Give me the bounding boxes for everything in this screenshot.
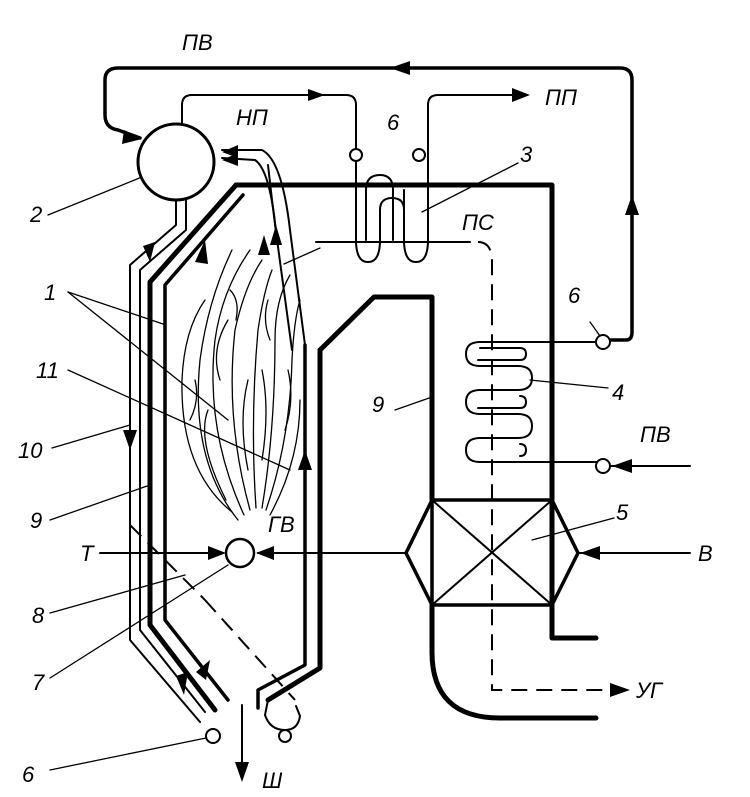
valve (595, 334, 611, 350)
number-9-left: 9 (30, 508, 42, 533)
label-sh: Ш (262, 768, 283, 793)
arrow-head (298, 450, 312, 470)
valve (205, 728, 221, 744)
arrow-head (580, 546, 600, 560)
saturated-steam-line (181, 94, 521, 263)
leader-lines (47, 162, 615, 679)
left-screen-inner (163, 193, 245, 702)
label-gv: ГВ (268, 512, 295, 537)
number-2: 2 (29, 202, 42, 227)
arrow-head (222, 153, 238, 166)
riser (267, 164, 277, 233)
economizer-coil (465, 341, 601, 463)
leader-line (49, 737, 207, 771)
valve (349, 148, 363, 162)
number-6-bottom: 6 (22, 762, 35, 787)
arrow-head (123, 430, 137, 450)
label-np: НП (236, 105, 268, 130)
flue-gas-path (477, 241, 616, 691)
label-ug: УГ (635, 678, 664, 703)
riser (221, 149, 306, 346)
number-1: 1 (44, 280, 56, 305)
valve (278, 729, 292, 743)
downcomer (129, 199, 201, 723)
flame (181, 249, 301, 521)
left-screen-outer (147, 182, 239, 713)
arrow-head (176, 672, 188, 695)
number-5: 5 (616, 500, 629, 525)
right-screen-outer-2 (265, 347, 323, 703)
valve (412, 148, 426, 162)
label-ps: ПС (462, 210, 494, 235)
arrow-head (612, 459, 632, 473)
downcomer-inner (139, 199, 206, 713)
right-screen-outer (317, 294, 435, 503)
economizer-coil-inner (477, 347, 527, 457)
number-7: 7 (32, 670, 45, 695)
drum (136, 122, 216, 202)
number-9-mid: 9 (372, 392, 384, 417)
furnace-roof-wall (233, 182, 599, 641)
flue-gas-path (204, 599, 296, 701)
number-6-top: 6 (387, 110, 400, 135)
label-pv-top: ПВ (182, 30, 213, 55)
air-heater-left-cap (404, 498, 434, 607)
arrow-head (258, 235, 270, 255)
number-3: 3 (520, 142, 533, 167)
number-10: 10 (18, 438, 43, 463)
arrow-head (143, 242, 155, 262)
arrow-head (610, 683, 630, 697)
arrow-head (390, 61, 410, 75)
arrow-head (308, 89, 325, 101)
right-screen-inner (256, 343, 307, 710)
number-4: 4 (612, 380, 624, 405)
arrow-head (512, 88, 530, 102)
flue-duct (429, 602, 599, 721)
flue-gas-path (129, 524, 206, 601)
feedwater-line (103, 66, 634, 342)
right-screen-tube (264, 699, 301, 731)
valve (595, 458, 611, 474)
label-pp: ПП (545, 85, 577, 110)
arrow-head (122, 130, 142, 144)
arrow-head (195, 240, 208, 264)
number-8: 8 (32, 603, 45, 628)
burner (224, 537, 256, 569)
label-t: Т (80, 541, 95, 566)
arrow-head (256, 546, 274, 560)
label-v: В (698, 541, 713, 566)
arrow-head (625, 195, 639, 215)
arrow-head (235, 762, 249, 782)
arrow-head (208, 546, 226, 560)
label-pv-right: ПВ (640, 422, 671, 447)
number-6-right: 6 (568, 283, 581, 308)
arrow-head (270, 225, 282, 245)
air-heater-cross (431, 499, 553, 606)
arrow-head (196, 660, 210, 680)
air-heater-right-cap (550, 498, 580, 607)
number-11: 11 (36, 358, 59, 383)
